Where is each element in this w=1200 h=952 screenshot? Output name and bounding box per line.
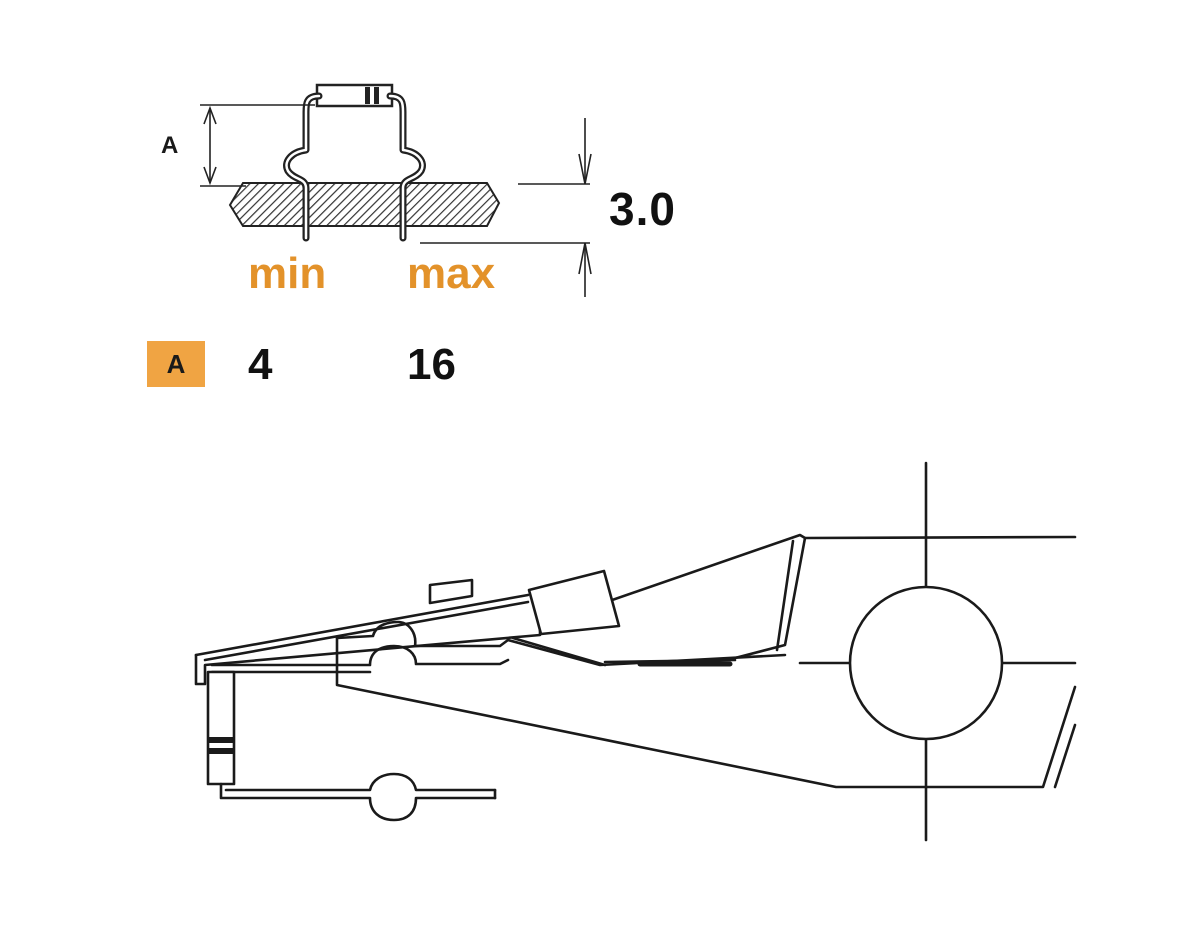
min-value: 4 — [248, 340, 273, 389]
max-column-header: max — [407, 249, 496, 298]
min-column-header: min — [248, 249, 327, 298]
dimension-a-lines — [200, 104, 315, 187]
board-thickness-value: 3.0 — [609, 183, 676, 235]
dimension-a-label: A — [161, 132, 179, 159]
component-body — [315, 83, 394, 108]
max-value: 16 — [407, 340, 456, 389]
pcb-cross-section — [228, 182, 501, 227]
component-leads-inner — [285, 94, 424, 240]
dimension-thickness-lines — [420, 118, 592, 297]
row-label-badge: A — [147, 341, 205, 387]
plier-drawing — [194, 461, 1077, 842]
